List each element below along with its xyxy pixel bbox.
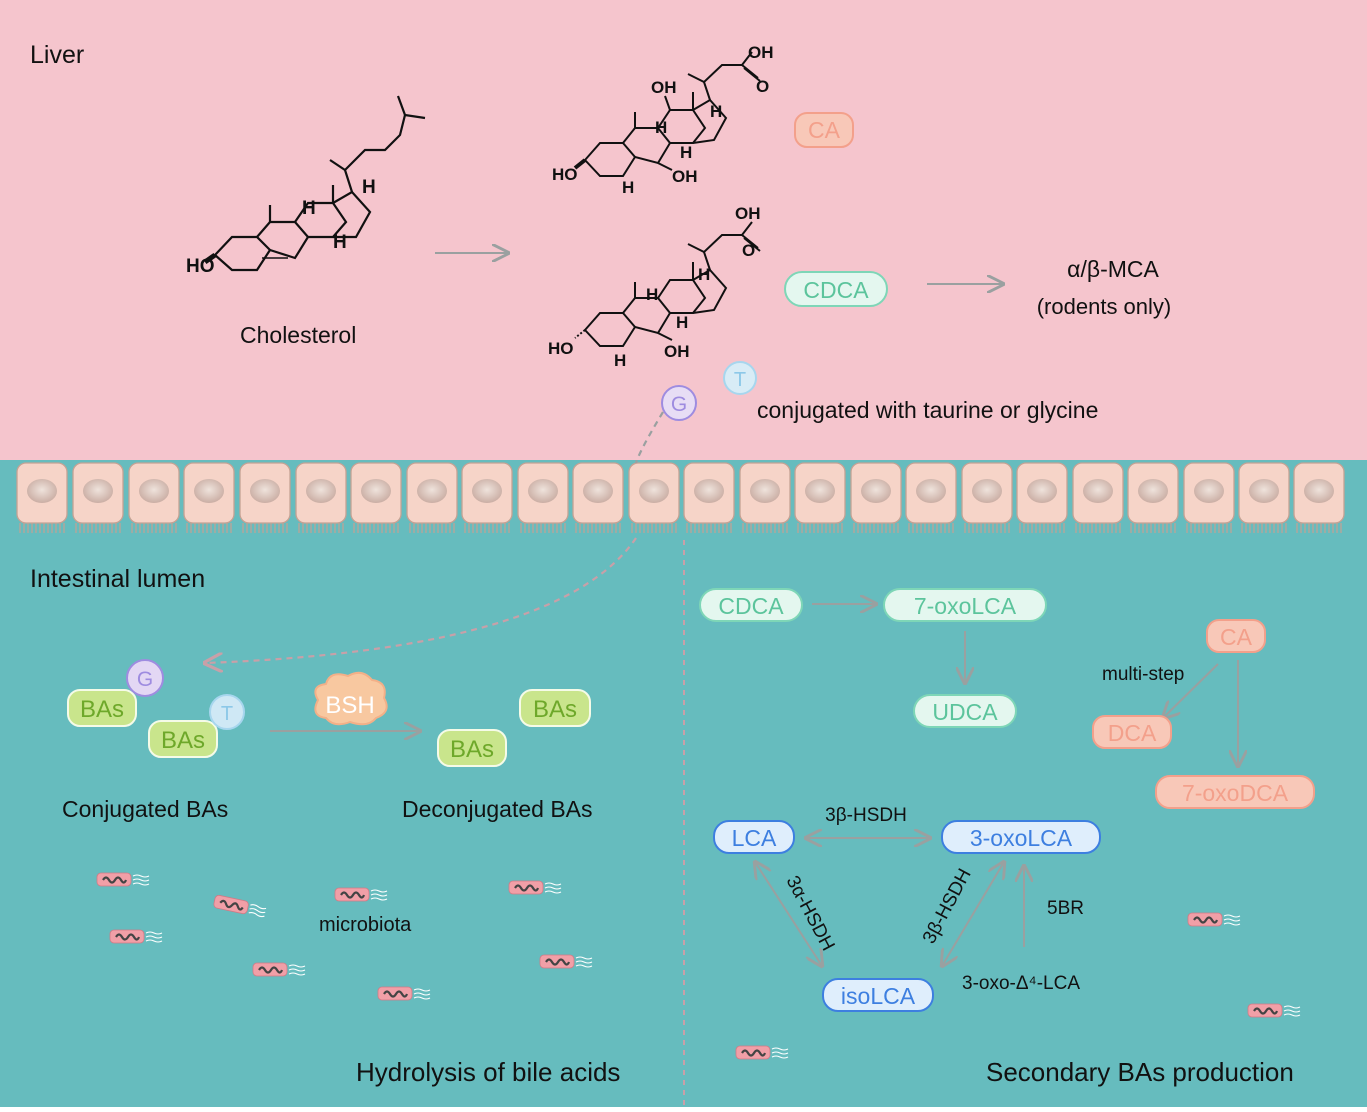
cdca-lumen-badge: CDCA — [699, 588, 803, 622]
svg-text:T: T — [734, 369, 746, 391]
svg-text:H: H — [710, 102, 722, 121]
ca-atoms: OH O OH H H H HO OH H — [552, 43, 774, 197]
svg-text:BAs: BAs — [450, 736, 494, 763]
ca-structure — [573, 51, 761, 177]
svg-text:H: H — [680, 143, 692, 162]
svg-text:7-oxoDCA: 7-oxoDCA — [1182, 780, 1289, 806]
svg-text:UDCA: UDCA — [932, 699, 998, 725]
svg-text:DCA: DCA — [1108, 720, 1157, 746]
hsdh-3b-top-label: 3β-HSDH — [825, 805, 907, 826]
liver-label: Liver — [30, 41, 84, 69]
svg-text:CA: CA — [808, 117, 841, 143]
multistep-label: multi-step — [1102, 664, 1184, 685]
svg-text:H: H — [362, 177, 376, 198]
liver-region — [0, 0, 1367, 460]
svg-text:7-oxoLCA: 7-oxoLCA — [914, 593, 1017, 619]
cholesterol-label: Cholesterol — [240, 322, 356, 348]
svg-text:T: T — [221, 703, 233, 725]
isolca-badge: isoLCA — [822, 978, 934, 1012]
svg-text:O: O — [742, 241, 755, 260]
svg-text:BAs: BAs — [533, 696, 577, 723]
svg-text:OH: OH — [664, 342, 690, 361]
svg-text:H: H — [622, 178, 634, 197]
conjugation-label: conjugated with taurine or glycine — [757, 397, 1098, 423]
svg-text:G: G — [137, 668, 153, 691]
svg-text:OH: OH — [672, 167, 698, 186]
svg-text:G: G — [671, 393, 687, 416]
oxolca3-badge: 3-oxoLCA — [941, 820, 1101, 854]
cdca-atoms: OH O H H H HO OH H — [548, 204, 761, 370]
ca-lumen-badge: CA — [1206, 619, 1266, 653]
cholesterol-structure — [203, 95, 426, 272]
transport-path-upper — [634, 411, 664, 464]
udca-badge: UDCA — [913, 694, 1017, 728]
bas-conjugated-2: BAs — [148, 720, 218, 758]
mca-label: α/β-MCA — [1067, 256, 1159, 282]
svg-text:OH: OH — [748, 43, 774, 62]
arrow-isolca-3oxolca — [942, 862, 1004, 966]
taurine-attached: T — [209, 694, 245, 730]
svg-text:BAs: BAs — [80, 696, 124, 723]
secondary-title: Secondary BAs production — [986, 1057, 1294, 1087]
mca-note: (rodents only) — [1037, 294, 1172, 319]
bas-deconjugated-2: BAs — [437, 729, 507, 767]
svg-text:H: H — [698, 265, 710, 284]
deconjugated-bas-label: Deconjugated BAs — [402, 796, 593, 822]
transport-path-lower — [205, 537, 637, 663]
arrow-ca-dca — [1163, 663, 1219, 718]
svg-text:H: H — [333, 232, 347, 253]
svg-text:H: H — [655, 118, 667, 137]
lca-badge: LCA — [713, 820, 795, 854]
svg-text:HO: HO — [186, 256, 215, 277]
svg-text:OH: OH — [651, 78, 677, 97]
svg-text:OH: OH — [735, 204, 761, 223]
svg-text:H: H — [676, 313, 688, 332]
bsh-enzyme: BSH — [314, 671, 388, 726]
svg-text:CDCA: CDCA — [718, 593, 784, 619]
svg-text:LCA: LCA — [732, 825, 777, 851]
cholesterol-atoms: HO H H H — [186, 177, 376, 277]
oxo-delta-lca-label: 3-oxo-Δ⁴-LCA — [962, 973, 1080, 994]
ca-badge: CA — [794, 112, 854, 148]
svg-text:O: O — [756, 77, 769, 96]
svg-text:H: H — [646, 285, 658, 304]
svg-text:H: H — [302, 198, 316, 219]
oxodca7-badge: 7-oxoDCA — [1155, 775, 1315, 809]
svg-text:CA: CA — [1220, 624, 1253, 650]
lumen-label: Intestinal lumen — [30, 565, 205, 593]
svg-text:BSH: BSH — [325, 692, 374, 719]
glycine-badge: G — [661, 385, 697, 421]
bas-conjugated-1: BAs — [67, 689, 137, 727]
arrow-lca-isolca — [755, 862, 822, 966]
glycine-attached: G — [126, 659, 164, 697]
svg-text:BAs: BAs — [161, 727, 205, 754]
svg-text:HO: HO — [548, 339, 574, 358]
dca-badge: DCA — [1092, 715, 1172, 749]
svg-text:CDCA: CDCA — [803, 277, 869, 303]
bas-deconjugated-1: BAs — [519, 689, 591, 727]
conjugated-bas-label: Conjugated BAs — [62, 796, 228, 822]
svg-text:isoLCA: isoLCA — [841, 983, 916, 1009]
taurine-badge: T — [723, 361, 757, 395]
svg-text:H: H — [614, 351, 626, 370]
svg-text:3-oxoLCA: 3-oxoLCA — [970, 825, 1073, 851]
cdca-liver-badge: CDCA — [784, 271, 888, 307]
br5-label: 5BR — [1047, 898, 1084, 919]
microbiota-label: microbiota — [319, 914, 412, 936]
svg-text:HO: HO — [552, 165, 578, 184]
hydrolysis-title: Hydrolysis of bile acids — [356, 1057, 620, 1087]
cdca-structure — [574, 221, 761, 347]
oxolca7-badge: 7-oxoLCA — [883, 588, 1047, 622]
